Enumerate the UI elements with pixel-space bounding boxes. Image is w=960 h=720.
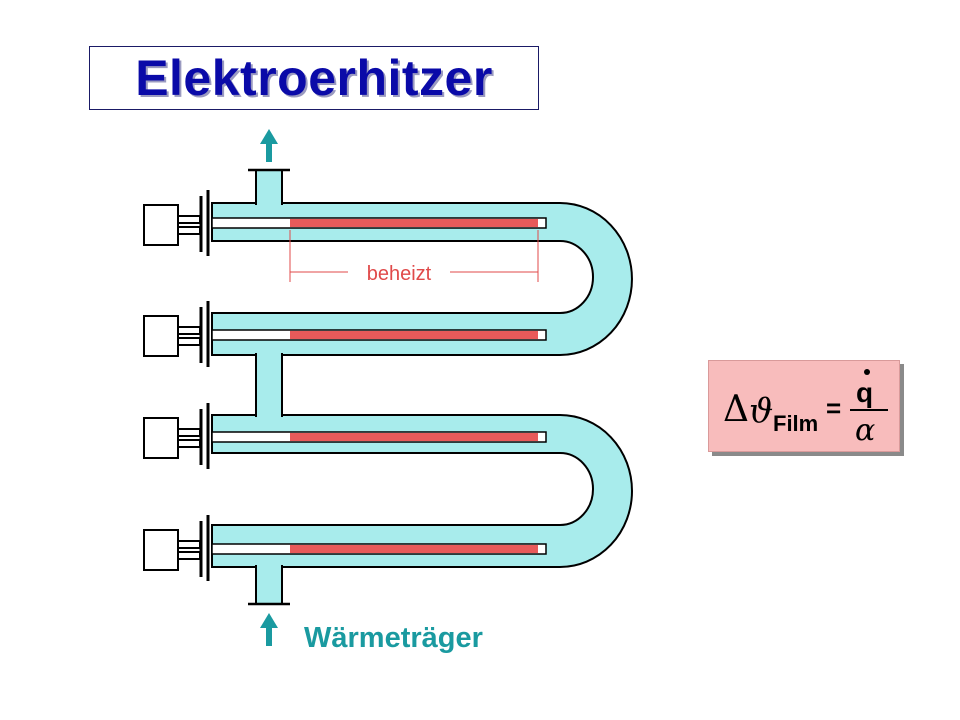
heated-label: beheizt <box>367 263 432 285</box>
formula-delta: Δ <box>723 389 749 430</box>
terminal-assemblies <box>143 190 210 581</box>
formula-theta: ϑ <box>749 391 774 431</box>
formula-dot <box>864 369 870 375</box>
heated-dimension <box>289 230 539 282</box>
terminal-2 <box>143 301 210 367</box>
terminal-3 <box>143 403 210 469</box>
formula-equals: = <box>826 393 842 423</box>
outlet-arrow-icon <box>260 129 278 162</box>
title-box: Elektroerhitzer <box>89 46 539 110</box>
heater-rod-1 <box>211 217 547 229</box>
inlet-arrow-icon <box>260 613 278 646</box>
fluid-channel <box>211 169 633 605</box>
terminal-4 <box>143 515 210 581</box>
heater-rod-4 <box>211 543 547 555</box>
formula-numerator: q <box>856 377 874 408</box>
heat-carrier-label: Wärmeträger <box>304 622 483 654</box>
heater-rods <box>211 217 547 555</box>
formula-fraction-bar <box>850 409 888 411</box>
heater-rod-3 <box>211 431 547 443</box>
formula-subscript: Film <box>773 411 819 436</box>
heater-rod-2 <box>211 329 547 341</box>
terminal-1 <box>143 190 210 256</box>
page-title: Elektroerhitzer <box>135 50 493 106</box>
film-temperature-formula: Δ ϑ Film = q α <box>708 360 900 452</box>
formula-denominator: α <box>855 413 876 448</box>
